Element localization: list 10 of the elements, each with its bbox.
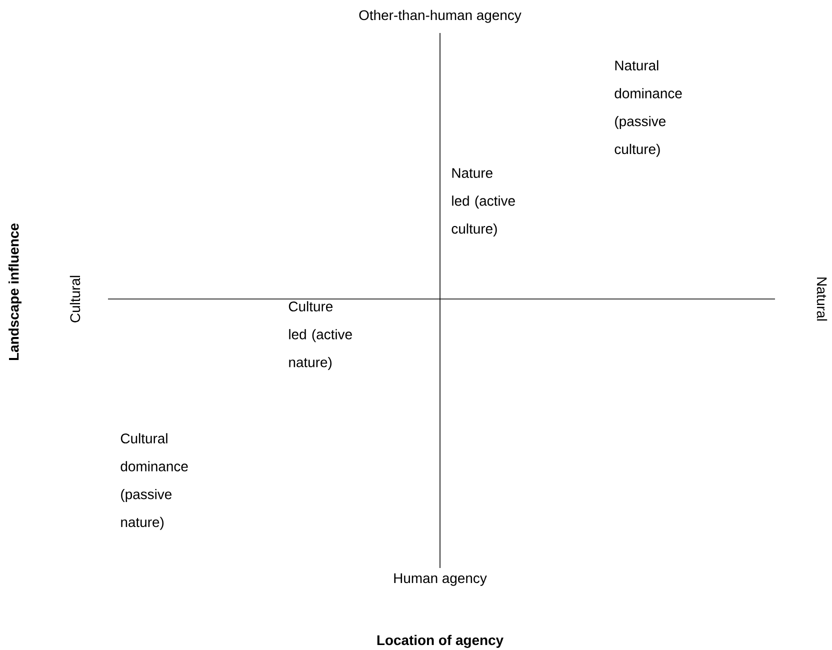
axis-label: Other-than-human agency (359, 10, 522, 23)
quadrant-label: Nature led (active culture) (452, 168, 515, 236)
axis-title: Landscape influence (8, 224, 22, 360)
axis-label: Natural (816, 278, 828, 321)
axis-label: Cultural (70, 276, 80, 322)
quadrant-label: Culture led (active nature) (288, 301, 352, 370)
quadrant-label: Natural dominance (passive culture) (614, 60, 682, 157)
quadrant-label: Cultural dominance (passive nature) (120, 433, 188, 530)
axis-title: Location of agency (377, 634, 504, 648)
axis-label: Human agency (394, 573, 487, 586)
